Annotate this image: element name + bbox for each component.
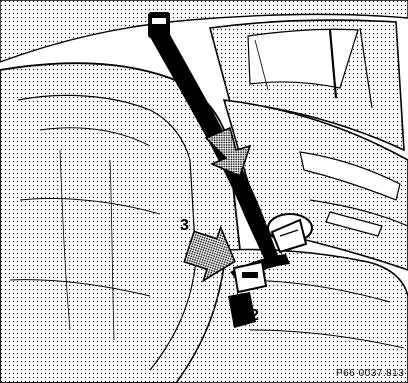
reference-code: P66 0037.813 (336, 368, 404, 379)
callout-3: 3 (180, 217, 189, 234)
callout-1: 1 (262, 249, 271, 266)
callout-2: 2 (250, 307, 259, 324)
